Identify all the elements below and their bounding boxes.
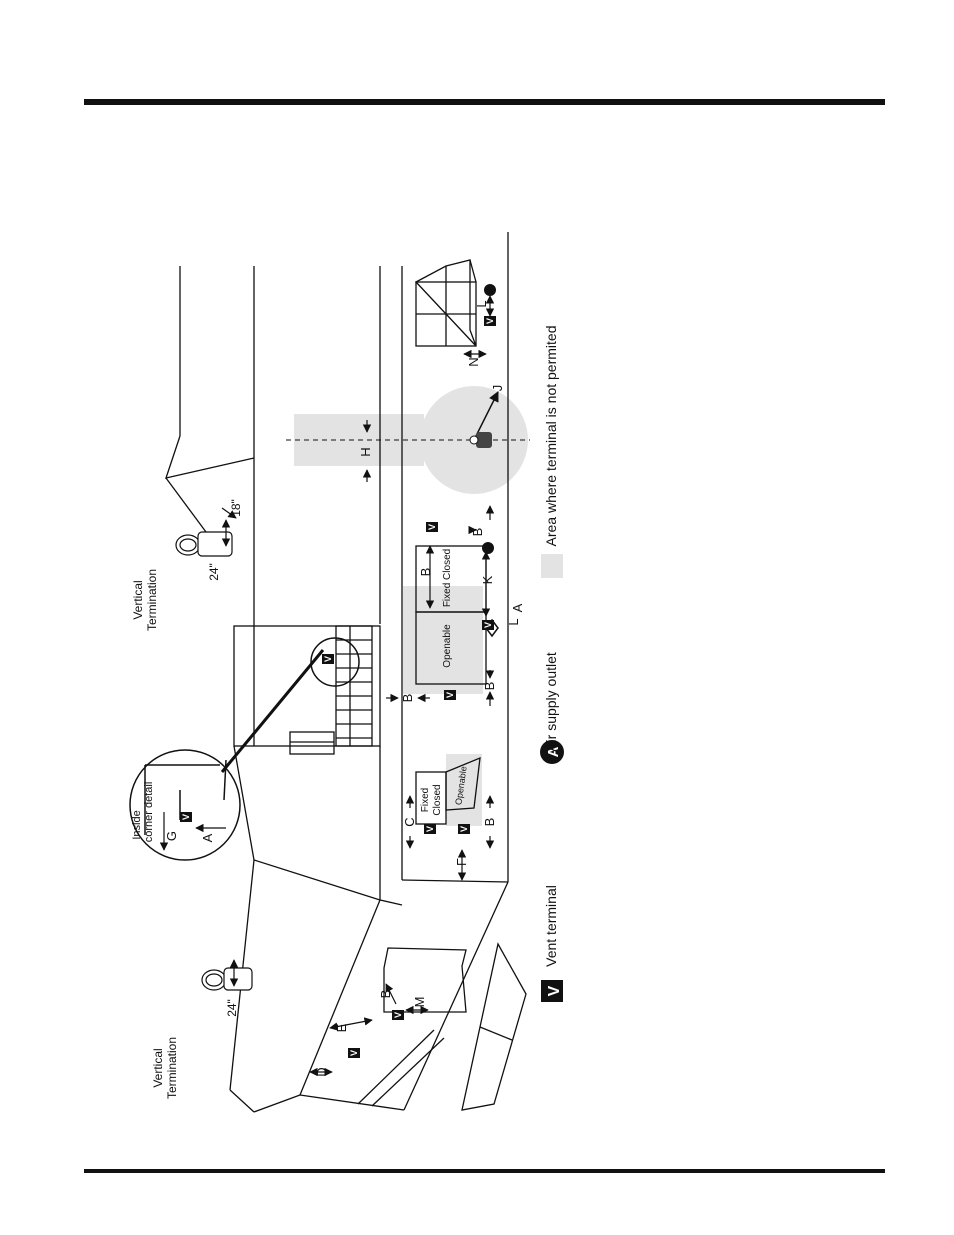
label-vertical-termination-right-2: Termination <box>145 569 159 631</box>
vent-terminal-marker-glyph: V <box>483 622 493 628</box>
label-vertical-termination-left-1: Vertical <box>151 1048 165 1087</box>
label-b-small-window: B <box>482 818 497 827</box>
bottom-rule <box>84 1169 885 1173</box>
top-rule <box>84 99 885 105</box>
corner-detail-leader <box>220 649 325 773</box>
label-b-door: B <box>378 990 393 999</box>
legend-air-supply-symbol <box>540 740 564 764</box>
label-vertical-termination-left-2: Termination <box>165 1037 179 1099</box>
vent-terminal-marker-glyph: V <box>445 692 455 698</box>
label-d: D <box>314 1067 329 1076</box>
restricted-areas <box>294 386 528 826</box>
legend-vent-terminal-symbol-letter: V <box>546 985 563 996</box>
label-f: F <box>454 858 469 866</box>
label-b-window-bottom: B <box>482 682 497 691</box>
vent-terminal-marker-glyph: V <box>425 826 435 832</box>
label-m: M <box>412 997 427 1008</box>
dimension-arrows <box>159 295 495 1077</box>
label-dim-24-left: 24" <box>225 999 239 1017</box>
label-k: K <box>480 575 495 584</box>
corner-detail-focus <box>310 637 360 687</box>
label-dim-18: 18" <box>229 499 243 517</box>
j-radius <box>473 391 499 441</box>
air-supply-outlet-markers <box>482 284 499 638</box>
label-a-ground: A <box>510 603 525 612</box>
vent-terminal-marker-glyph: V <box>323 656 333 662</box>
label-h: H <box>358 447 373 456</box>
label-c: C <box>402 817 417 826</box>
label-b-right: B <box>470 528 485 537</box>
legend: V Vent terminal A Air supply outlet Area… <box>540 326 564 1002</box>
label-inside-corner-1: Inside <box>131 810 143 839</box>
vent-terminal-marker-glyph: V <box>393 1012 403 1018</box>
legend-air-supply-label: Air supply outlet <box>543 652 559 752</box>
label-fixed-closed-window: Fixed Closed <box>442 549 453 607</box>
vent-terminal-marker-glyph: V <box>459 826 469 832</box>
vertical-termination-left <box>201 967 253 991</box>
label-l-box: L <box>474 300 489 307</box>
legend-restricted-area-label: Area where terminal is not permited <box>543 326 559 547</box>
label-b-window-top: B <box>418 568 433 577</box>
legend-restricted-area-swatch <box>541 554 563 578</box>
label-j: J <box>490 385 505 392</box>
legend-air-supply-symbol-letter: A <box>545 746 562 757</box>
legend-vent-terminal-symbol <box>541 980 563 1002</box>
label-l-a: L <box>506 618 521 625</box>
vent-terminal-marker-glyph: V <box>485 318 495 324</box>
label-dim-24-right: 24" <box>207 563 221 581</box>
vent-terminal-marker-glyph: V <box>349 1050 359 1056</box>
label-inside-corner-2: corner detail <box>143 782 155 843</box>
label-g: G <box>164 831 179 841</box>
vent-terminal-marker-glyph: V <box>427 524 437 530</box>
wall-terminal-h <box>469 432 492 448</box>
label-e: E <box>334 1023 349 1032</box>
vertical-termination-right <box>175 531 233 557</box>
inside-corner-detail <box>129 749 241 861</box>
label-openable-large: Openable <box>442 624 453 668</box>
label-n: N <box>466 357 481 366</box>
label-fixed-small: Fixed <box>420 788 431 812</box>
label-a-corner: A <box>200 833 215 842</box>
vent-terminal-marker-glyph: V <box>181 814 191 820</box>
label-closed-small: Closed <box>432 784 443 815</box>
label-b-balcony: B <box>400 694 415 703</box>
label-vertical-termination-right-1: Vertical <box>131 580 145 619</box>
legend-vent-terminal-label: Vent terminal <box>543 885 559 967</box>
